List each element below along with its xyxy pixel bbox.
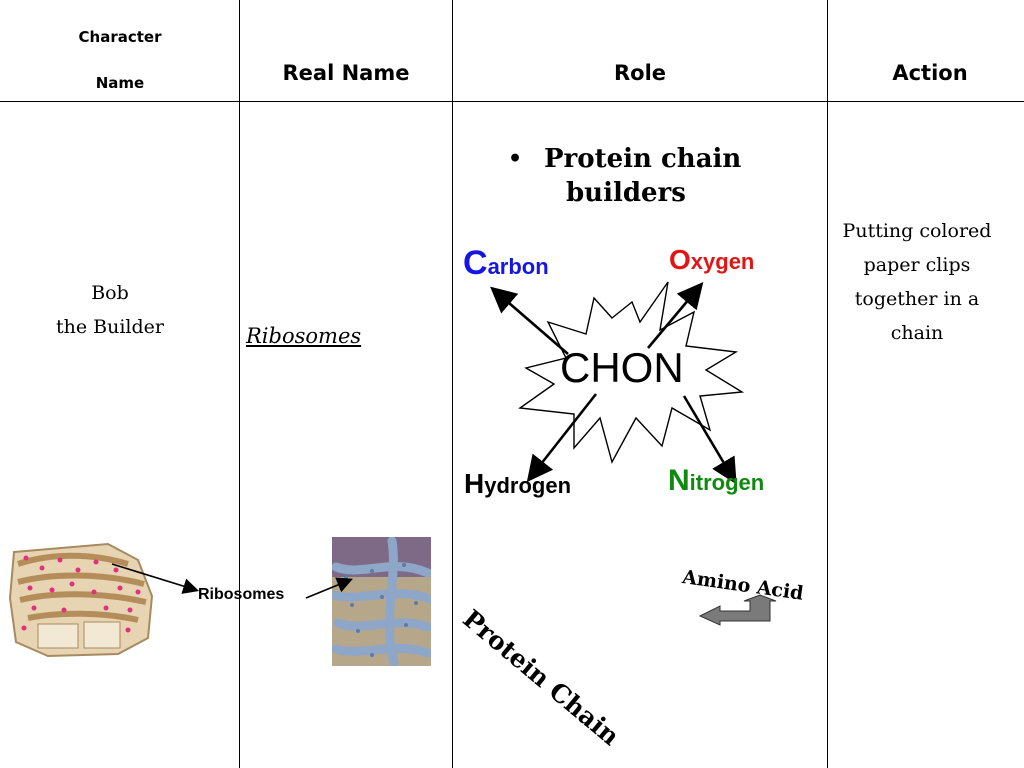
- column-divider-1: [239, 0, 240, 768]
- character-line1: Bob: [91, 282, 129, 304]
- cell-illustration: [8, 538, 158, 660]
- chon-label: CHON: [560, 344, 684, 391]
- header-real-name: Real Name: [282, 61, 410, 85]
- element-hydrogen-rest: ydrogen: [484, 473, 572, 498]
- header-action: Action: [892, 61, 968, 85]
- action-line: together in a: [854, 288, 980, 310]
- header-divider: [0, 101, 1024, 102]
- element-carbon: Carbon: [463, 244, 549, 283]
- element-carbon-initial: C: [463, 244, 488, 282]
- action-line: chain: [890, 322, 944, 344]
- character-line2: the Builder: [56, 316, 164, 338]
- action-description: Putting colored paper clips together in …: [836, 214, 998, 350]
- action-line: paper clips: [863, 254, 971, 276]
- element-oxygen: Oxygen: [669, 244, 754, 276]
- element-hydrogen-initial: H: [464, 468, 485, 499]
- element-nitrogen-initial: N: [668, 464, 690, 497]
- element-oxygen-rest: xygen: [690, 249, 755, 274]
- return-arrow-icon: [698, 594, 777, 626]
- element-nitrogen: Nitrogen: [668, 464, 764, 498]
- role-bullet-line1: Protein chain: [544, 144, 742, 174]
- action-line: Putting colored: [842, 220, 992, 242]
- column-divider-3: [827, 0, 828, 768]
- header-character-name: Character Name: [40, 14, 200, 106]
- bullet-dot: •: [508, 146, 523, 172]
- ribosomes-image-label: Ribosomes: [198, 586, 285, 603]
- real-name-ribosomes: Ribosomes: [246, 324, 362, 348]
- role-bullet-line2: builders: [566, 178, 686, 208]
- element-nitrogen-rest: itrogen: [689, 470, 765, 495]
- er-micrograph: [332, 537, 431, 666]
- column-divider-2: [452, 0, 453, 768]
- element-oxygen-initial: O: [669, 244, 691, 275]
- header-character-line1: Character: [78, 28, 162, 46]
- character-name: Bob the Builder: [10, 276, 210, 344]
- header-character-line2: Name: [95, 74, 145, 92]
- header-role: Role: [613, 61, 667, 85]
- element-hydrogen: Hydrogen: [464, 468, 571, 500]
- role-bullet: • Protein chain builders: [508, 142, 808, 212]
- element-carbon-rest: arbon: [487, 254, 549, 279]
